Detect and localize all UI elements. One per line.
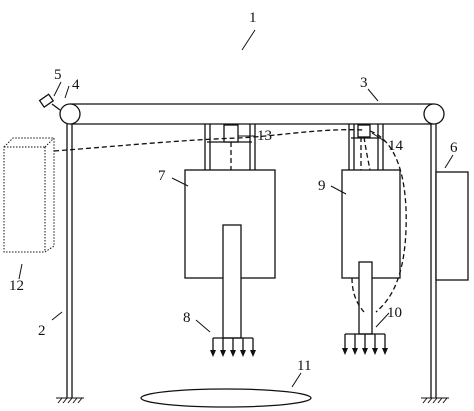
label-8: 8 <box>183 310 191 326</box>
right-side-box <box>435 171 469 281</box>
controller-box <box>3 137 55 253</box>
label-13: 13 <box>257 128 272 144</box>
rod-7 <box>222 224 242 339</box>
label-9: 9 <box>318 178 326 194</box>
right-actuator-assembly <box>341 124 401 355</box>
target-ellipse <box>140 388 312 408</box>
label-11: 11 <box>297 358 311 374</box>
label-2: 2 <box>38 323 46 339</box>
label-7: 7 <box>158 168 166 184</box>
camera-icon <box>38 93 61 111</box>
label-3: 3 <box>360 75 368 91</box>
rod-9 <box>358 261 373 335</box>
conveyor-belt <box>59 103 445 125</box>
label-10: 10 <box>387 305 402 321</box>
actuator-9 <box>341 169 401 279</box>
roller-right <box>423 103 445 125</box>
label-6: 6 <box>450 140 458 156</box>
gripper-8 <box>210 337 256 357</box>
sensor-13 <box>223 124 239 143</box>
label-14: 14 <box>388 138 404 154</box>
label-12: 12 <box>9 278 24 294</box>
label-1: 1 <box>249 10 257 26</box>
gripper-10 <box>342 333 388 355</box>
sensor-14 <box>357 124 371 138</box>
label-4: 4 <box>72 77 80 93</box>
frame-left-post <box>56 124 84 404</box>
left-actuator-assembly <box>184 124 276 357</box>
ground-hatch-left <box>56 397 84 404</box>
ground-hatch-right <box>421 397 449 404</box>
signal-wiring <box>53 129 407 313</box>
roller-left <box>59 103 81 125</box>
leader-lines <box>18 29 454 388</box>
label-5: 5 <box>54 67 62 83</box>
